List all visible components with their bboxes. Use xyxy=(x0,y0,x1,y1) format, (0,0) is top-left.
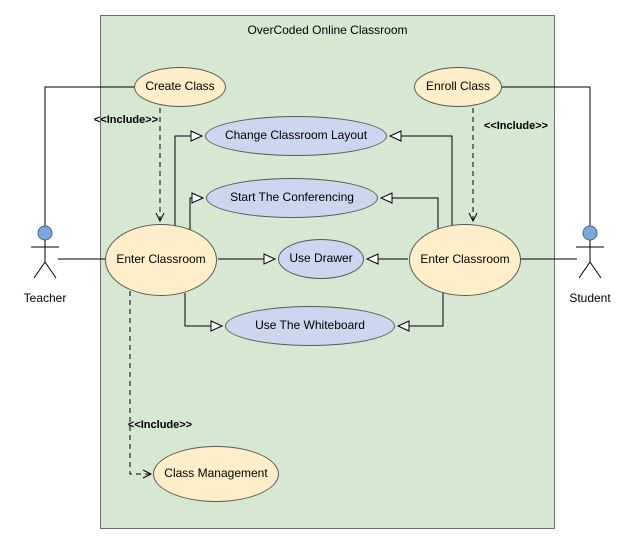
usecase-change-classroom-layout-label: Change Classroom Layout xyxy=(224,128,368,143)
usecase-use-the-whiteboard[interactable]: Use The Whiteboard xyxy=(225,306,395,346)
diagram-title: OverCoded Online Classroom xyxy=(247,23,408,37)
actor-student-figure[interactable] xyxy=(576,225,604,279)
usecase-create-class[interactable]: Create Class xyxy=(134,67,226,107)
actor-teacher-label: Teacher xyxy=(23,291,67,305)
actor-head xyxy=(582,225,598,241)
usecase-enter-classroom-teacher-label: Enter Classroom xyxy=(116,252,206,267)
edge-student-conferencing xyxy=(379,192,439,229)
include-stereotype-class-management: <<Include>> xyxy=(127,419,193,431)
usecase-enroll-class[interactable]: Enroll Class xyxy=(414,67,502,107)
usecase-use-drawer-label: Use Drawer xyxy=(289,251,353,266)
usecase-class-management[interactable]: Class Management xyxy=(153,446,279,502)
usecase-class-management-label: Class Management xyxy=(164,466,268,481)
usecase-enter-classroom-student-label: Enter Classroom xyxy=(420,252,510,267)
edge-teacher-whiteboard xyxy=(184,293,224,332)
actor-teacher-figure[interactable] xyxy=(31,225,59,279)
include-stereotype-enroll-class: <<Include>> xyxy=(483,120,549,132)
association-student-enroll-class xyxy=(502,86,591,226)
edge-student-whiteboard xyxy=(396,292,444,332)
usecase-start-the-conferencing-label: Start The Conferencing xyxy=(230,190,354,205)
edge-student-change-layout xyxy=(388,130,453,226)
actor-student-label: Student xyxy=(569,291,611,305)
usecase-use-drawer[interactable]: Use Drawer xyxy=(278,239,364,279)
usecase-enter-classroom-teacher[interactable]: Enter Classroom xyxy=(105,224,217,296)
edge-teacher-conferencing xyxy=(189,192,205,230)
association-teacher-create-class xyxy=(44,86,134,226)
actor-head xyxy=(37,225,53,241)
usecase-use-the-whiteboard-label: Use The Whiteboard xyxy=(255,318,365,333)
usecase-enter-classroom-student[interactable]: Enter Classroom xyxy=(409,224,521,296)
usecase-enroll-class-label: Enroll Class xyxy=(425,79,491,94)
edge-teacher-change-layout xyxy=(174,130,204,226)
include-stereotype-create-class: <<Include>> xyxy=(93,114,159,126)
usecase-start-the-conferencing[interactable]: Start The Conferencing xyxy=(206,178,378,218)
usecase-create-class-label: Create Class xyxy=(145,79,215,94)
include-enter-classroom-class-management xyxy=(129,291,153,479)
usecase-change-classroom-layout[interactable]: Change Classroom Layout xyxy=(205,116,387,156)
